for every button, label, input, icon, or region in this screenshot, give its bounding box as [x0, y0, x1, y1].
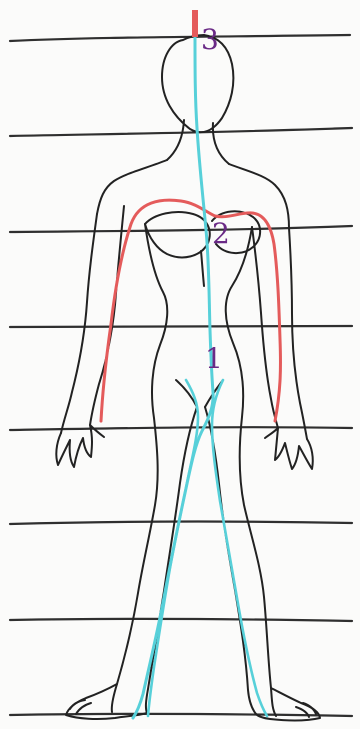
left-outer-arm: [61, 214, 97, 433]
guide-line-7: [10, 619, 352, 621]
neck-left: [167, 120, 184, 160]
neck-right: [213, 123, 229, 164]
guide-line-6: [10, 522, 352, 524]
left-shoulder: [97, 160, 167, 214]
guide-line-4: [10, 326, 352, 327]
right-shoulder: [229, 164, 289, 228]
guide-line-3: [10, 226, 352, 232]
marker-label-1: 1: [205, 345, 223, 373]
marker-label-3: 3: [201, 26, 219, 54]
marker-label-2: 2: [212, 220, 230, 248]
left-toes: [70, 700, 91, 714]
left-bust: [145, 212, 210, 257]
right-outer-arm: [289, 228, 307, 439]
guide-line-8: [10, 714, 352, 716]
navel-line: [201, 251, 204, 286]
right-torso: [226, 227, 276, 716]
left-inner-arm: [90, 206, 124, 425]
right-leg-guide-line: [212, 380, 267, 716]
center-guide-line: [133, 37, 213, 718]
left-hand: [56, 425, 104, 467]
top-marker: [192, 10, 198, 37]
